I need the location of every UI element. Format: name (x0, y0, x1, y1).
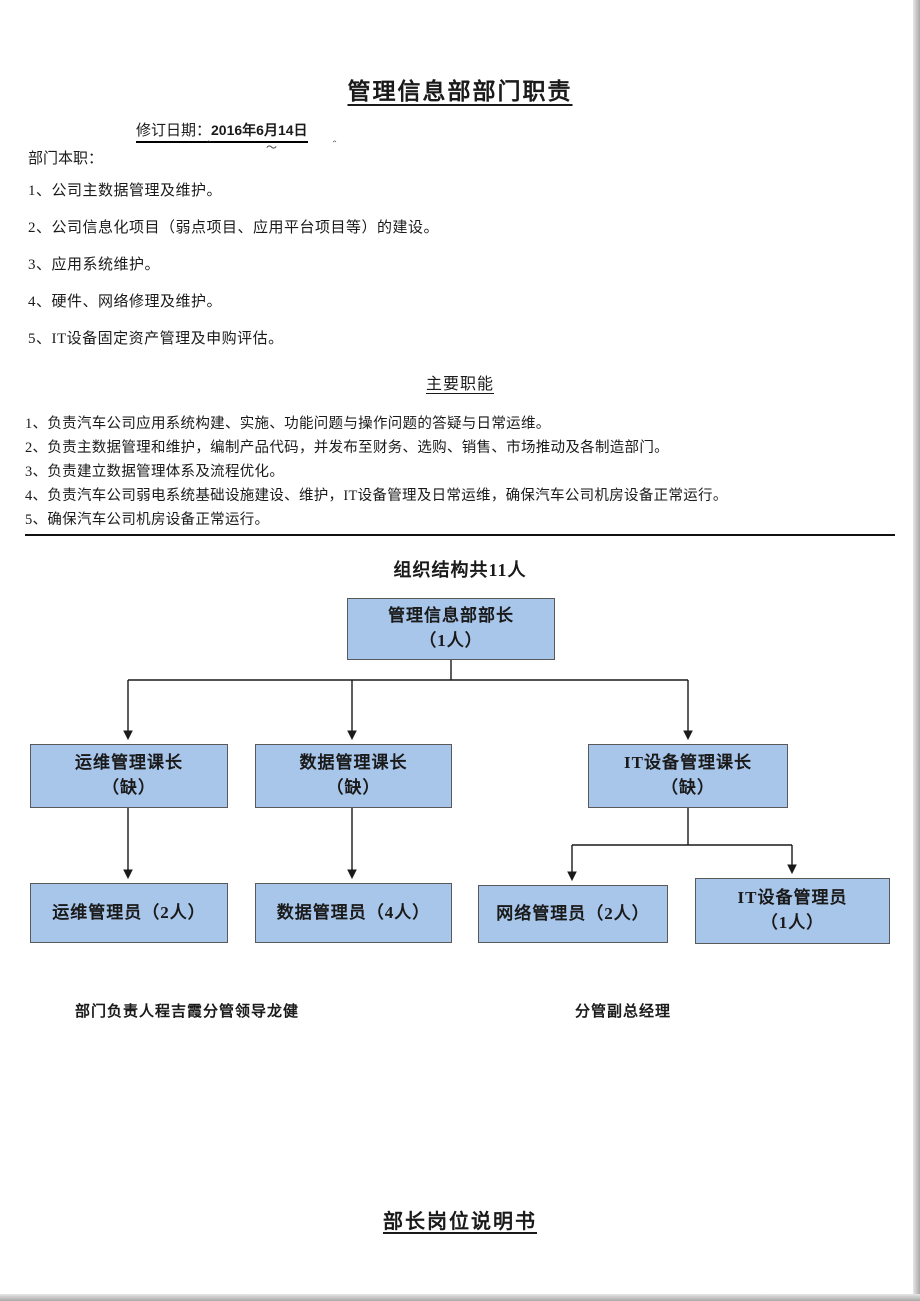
functions-heading: 主要职能 (0, 370, 920, 394)
duty-item: 1、公司主数据管理及维护。 (28, 183, 223, 199)
org-box-label: 运维管理课长 (75, 753, 183, 773)
duties-list: 1、公司主数据管理及维护。 2、公司信息化项目（弱点项目、应用平台项目等）的建设… (28, 181, 890, 366)
org-box-label: 运维管理员（2人） (52, 902, 206, 922)
org-box-label: IT设备管理员 (737, 888, 848, 908)
footer-department-owner: 部门负责人程吉霞分管领导龙健 (75, 1004, 300, 1020)
revision-emphasis-marks: ＾ ～ ＾ (203, 139, 340, 155)
emphasis-mark: ＾ (329, 142, 340, 154)
org-box-it-equipment-staff: IT设备管理员 （1人） (695, 878, 890, 944)
org-box-count: （缺） (661, 778, 715, 797)
org-box-label: 数据管理员（4人） (276, 902, 431, 922)
duty-item: 5、IT设备固定资产管理及申购评估。 (28, 331, 284, 347)
duties-heading: 部门本职： (28, 151, 104, 167)
section-divider-line (25, 534, 895, 536)
org-box-ops-section-chief: 运维管理课长 （缺） (30, 744, 228, 808)
org-box-it-equipment-section-chief: IT设备管理课长 （缺） (588, 744, 788, 808)
functions-heading-text: 主要职能 (425, 376, 494, 393)
revision-date-line: 修订日期：2016年6月14日 (136, 119, 308, 143)
page-edge-right (913, 0, 920, 1301)
org-box-label: IT设备管理课长 (624, 753, 752, 773)
org-box-ops-staff: 运维管理员（2人） (30, 883, 228, 943)
function-item: 3、负责建立数据管理体系及流程优化。 (25, 464, 285, 480)
page-edge-bottom (0, 1294, 920, 1301)
page-title-text: 管理信息部部门职责 (347, 79, 573, 104)
org-chart-heading: 组织结构共11人 (393, 560, 527, 580)
org-box-count: （缺） (326, 778, 381, 797)
org-chart: 管理信息部部长 （1人） 运维管理课长 （缺） 数据管理课长 （缺） IT设备管… (0, 588, 920, 968)
duty-item: 4、硬件、网络修理及维护。 (28, 294, 223, 310)
function-item: 5、确保汽车公司机房设备正常运行。 (25, 512, 270, 528)
org-box-label: 数据管理课长 (299, 753, 408, 773)
function-item: 2、负责主数据管理和维护，编制产品代码，并发布至财务、选购、销售、市场推动及各制… (25, 440, 669, 456)
revision-label: 修订日期： (136, 123, 212, 139)
org-box-department-head: 管理信息部部长 （1人） (347, 598, 555, 660)
org-box-data-staff: 数据管理员（4人） (255, 883, 452, 943)
org-box-network-staff: 网络管理员（2人） (478, 885, 668, 943)
next-section-title-text: 部长岗位说明书 (383, 1211, 537, 1233)
revision-date: 2016年6月14日 (211, 122, 308, 138)
org-box-count: （1人） (419, 631, 483, 650)
emphasis-mark: ＾ (203, 142, 214, 154)
org-connector-lines (123, 660, 797, 882)
next-section-title: 部长岗位说明书 (0, 1205, 920, 1234)
page-title: 管理信息部部门职责 (0, 72, 920, 106)
org-box-label: 网络管理员（2人） (496, 903, 650, 923)
org-box-count: （缺） (102, 778, 156, 797)
footer-deputy-general-manager: 分管副总经理 (575, 1004, 672, 1020)
function-item: 4、负责汽车公司弱电系统基础设施建设、维护，IT设备管理及日常运维，确保汽车公司… (25, 488, 728, 504)
function-item: 1、负责汽车公司应用系统构建、实施、功能问题与操作问题的答疑与日常运维。 (25, 416, 551, 432)
org-box-count: （1人） (760, 913, 825, 932)
functions-list: 1、负责汽车公司应用系统构建、实施、功能问题与操作问题的答疑与日常运维。 2、负… (25, 412, 900, 532)
org-box-data-section-chief: 数据管理课长 （缺） (255, 744, 452, 808)
responsibility-footer: 部门负责人程吉霞分管领导龙健 分管副总经理 (0, 1000, 920, 1024)
org-box-label: 管理信息部部长 (388, 606, 514, 626)
duty-item: 2、公司信息化项目（弱点项目、应用平台项目等）的建设。 (28, 220, 440, 236)
duty-item: 3、应用系统维护。 (28, 257, 161, 273)
emphasis-mark: ～ (266, 142, 277, 154)
